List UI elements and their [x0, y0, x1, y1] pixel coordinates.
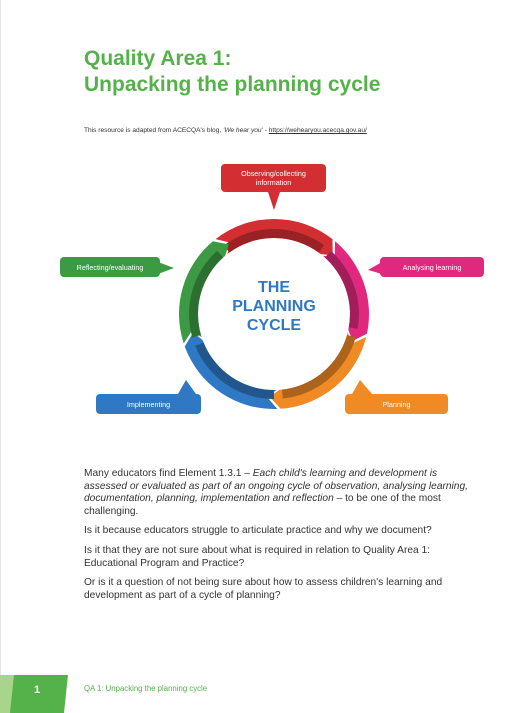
page-title: Quality Area 1: Unpacking the planning c…: [84, 46, 380, 98]
stage-observing-line-2: information: [255, 178, 292, 187]
cycle-segment-inner-planning: [281, 334, 356, 399]
title-line-1: Quality Area 1:: [84, 47, 232, 70]
source-prefix: This resource is adapted from ACECQA's b…: [84, 127, 224, 134]
cycle-segment-inner-analysing: [324, 250, 359, 329]
pointer-observing: [268, 192, 280, 210]
paragraph-3: Is it that they are not sure about what …: [84, 544, 431, 569]
cycle-center-title: THE PLANNING CYCLE: [210, 278, 338, 335]
pointer-analysing: [368, 262, 382, 274]
center-line-1: THE: [258, 279, 290, 296]
cycle-segment-inner-observing: [224, 228, 324, 253]
paragraph-4: Or is it a question of not being sure ab…: [84, 577, 443, 601]
paragraph-1-element-quote: Each child's learning and development is…: [84, 468, 468, 505]
stage-analysing-label: Analysing learning: [380, 257, 484, 277]
source-blog-name: 'We hear you': [223, 127, 263, 134]
source-link[interactable]: https://wehearyou.acecqa.gov.au/: [268, 127, 367, 134]
cycle-ring: [179, 219, 369, 410]
paragraph-1: Many educators find Element 1.3.1 – Each…: [84, 468, 469, 518]
title-line-2: Unpacking the planning cycle: [84, 73, 381, 96]
cycle-segment-inner-implementing: [195, 342, 274, 399]
page-edge: [0, 0, 1, 713]
pointer-implementing: [178, 380, 196, 394]
center-line-3: CYCLE: [246, 317, 302, 334]
body-text: Many educators find Element 1.3.1 – Each…: [84, 468, 469, 609]
footer-title: QA 1: Unpacking the planning cycle: [84, 684, 208, 693]
stage-planning-label: Planning: [345, 394, 448, 414]
paragraph-1-intro: Many educators find Element 1.3.1 –: [84, 468, 253, 479]
stage-observing-label: Observing/collecting information: [221, 164, 326, 192]
paragraph-2: Is it because educators struggle to arti…: [84, 525, 432, 537]
center-line-2: PLANNING: [232, 298, 316, 315]
stage-observing-line-1: Observing/collecting: [241, 169, 306, 178]
cycle-pointers: [158, 192, 382, 394]
source-attribution: This resource is adapted from ACECQA's b…: [84, 127, 367, 134]
source-separator: -: [262, 127, 269, 134]
cycle-segment-inner-reflecting: [189, 250, 224, 338]
paragraph-1-end: – to be one of the most challenging.: [84, 493, 441, 517]
page-number: 1: [33, 684, 41, 696]
stage-reflecting-label: Reflecting/evaluating: [60, 257, 160, 277]
pointer-reflecting: [158, 262, 174, 274]
stage-implementing-label: Implementing: [96, 394, 201, 414]
pointer-planning: [352, 380, 372, 394]
